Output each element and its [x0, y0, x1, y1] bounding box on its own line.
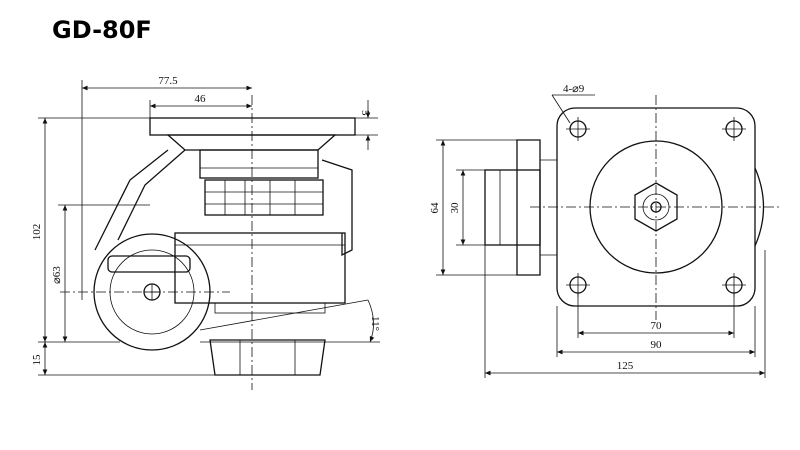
dim-height-outer: 64 [429, 202, 441, 214]
dim-height-inner: 30 [449, 202, 461, 214]
dim-hole-spacing: 70 [651, 320, 663, 332]
dim-width-total: 77.5 [158, 75, 178, 87]
dim-plate-thickness: 5 [359, 110, 371, 116]
bracket-arm [94, 149, 169, 251]
lower-housing [174, 232, 346, 304]
dim-plate-width: 90 [651, 339, 663, 351]
drawing-title: GD-80F [52, 16, 152, 44]
hex-nut [204, 179, 324, 216]
dim-wheel-diameter: ⌀63 [51, 266, 63, 284]
side-housing [516, 139, 541, 276]
upper-body [199, 149, 319, 179]
dim-overall-width: 125 [617, 360, 634, 372]
dim-foot-height: 15 [31, 354, 43, 366]
wheel-side-block [484, 169, 541, 246]
mounting-plate [149, 117, 356, 136]
plate-chamfer [166, 134, 337, 151]
dim-hole-spec: 4-⌀9 [563, 83, 585, 95]
side-view: 77.5 46 5 102 ⌀63 15 11° [31, 75, 381, 390]
top-view: 4-⌀9 64 30 70 90 125 [429, 83, 780, 378]
leveling-foot [209, 339, 326, 376]
dim-height-total: 102 [31, 224, 43, 241]
dim-width-half: 46 [195, 93, 207, 105]
dim-tilt-angle: 11° [369, 316, 381, 331]
lever-arm [321, 159, 353, 257]
